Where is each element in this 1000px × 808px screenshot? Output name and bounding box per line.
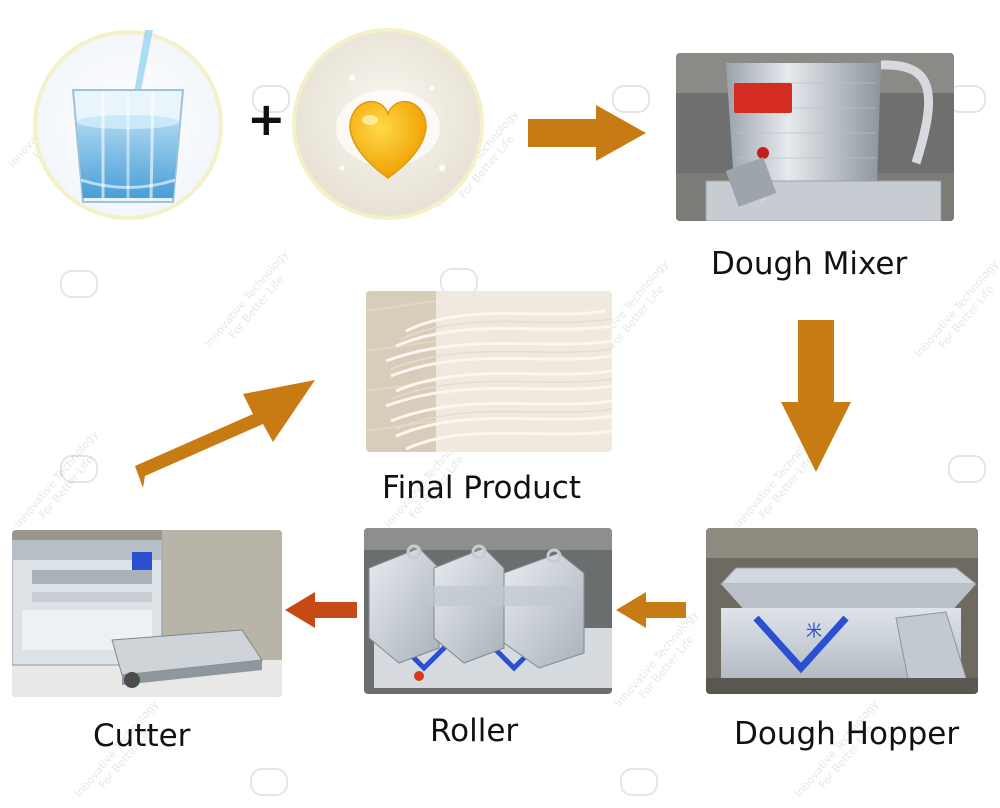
cutter-label: Cutter [93,718,190,754]
flour-egg-image [292,28,484,220]
watermark-logo-icon [948,455,986,483]
hopper-mark: 米 [806,621,822,640]
arrow-up-right-icon [135,370,320,494]
dough-mixer-label: Dough Mixer [711,246,907,282]
cutter-image [12,530,282,697]
watermark-logo-icon [60,270,98,298]
final-product-label: Final Product [382,470,581,506]
watermark-logo-icon [250,768,288,796]
final-product-image [366,291,612,452]
dough-mixer-image [676,53,954,221]
plus-sign: + [247,92,286,146]
water-glass-image [33,30,223,220]
roller-label: Roller [430,713,518,749]
arrow-down-icon [781,320,851,476]
watermark-logo-icon [620,768,658,796]
dough-hopper-image: 米 [706,528,978,694]
dough-hopper-label: Dough Hopper [734,716,959,752]
arrow-left-icon [285,592,357,632]
roller-image [364,528,612,694]
arrow-right-icon [528,105,648,165]
arrow-left-icon [616,592,686,632]
